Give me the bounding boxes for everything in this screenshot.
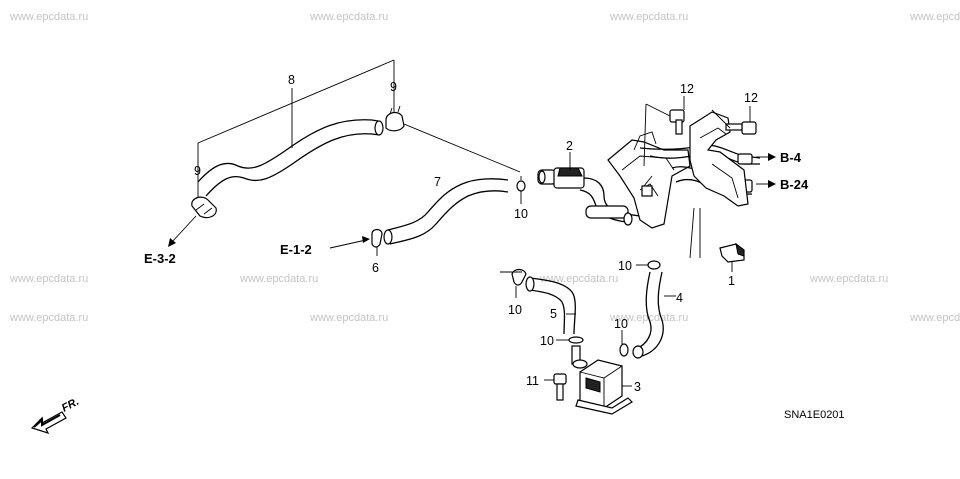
diagram-code: SNA1E0201 bbox=[784, 409, 845, 421]
callout-10-e: 10 bbox=[614, 317, 628, 331]
watermark: www.epcdata.ru bbox=[10, 11, 89, 23]
clamp-10-d bbox=[556, 336, 584, 344]
hose-5 bbox=[525, 276, 576, 335]
watermark: www.epcdata.ru bbox=[240, 273, 319, 285]
clamp-10-a bbox=[516, 176, 526, 204]
leaders-12 bbox=[643, 103, 731, 167]
clamp-10-e bbox=[619, 330, 629, 357]
bolt-11 bbox=[544, 373, 567, 401]
callout-9-left: 9 bbox=[194, 164, 201, 178]
callout-6: 6 bbox=[372, 261, 379, 275]
callout-5: 5 bbox=[550, 307, 557, 321]
ref-b-4: B-4 bbox=[780, 150, 802, 165]
callout-12-b: 12 bbox=[744, 91, 758, 105]
callout-10-d: 10 bbox=[540, 334, 554, 348]
callout-10-b: 10 bbox=[508, 303, 522, 317]
clamp-10-b bbox=[500, 268, 527, 298]
callout-10-a: 10 bbox=[514, 207, 528, 221]
arrow-e-1-2 bbox=[329, 236, 370, 249]
bolt-12-a bbox=[669, 96, 685, 135]
clamp-10-c bbox=[636, 260, 661, 270]
hose-7 bbox=[383, 178, 509, 245]
solenoid-3 bbox=[571, 345, 633, 415]
callout-12-a: 12 bbox=[680, 82, 694, 96]
callout-10-c: 10 bbox=[618, 259, 632, 273]
valve-2 bbox=[537, 152, 585, 189]
arrow-e-3-2 bbox=[168, 215, 197, 247]
callout-11: 11 bbox=[526, 374, 539, 388]
callout-3: 3 bbox=[634, 380, 641, 394]
front-label: FR. bbox=[60, 396, 81, 415]
watermark: www.epcdata.ru bbox=[310, 312, 389, 324]
ref-b-24: B-24 bbox=[780, 177, 809, 192]
bolt-12-b bbox=[725, 106, 757, 135]
hose-4 bbox=[632, 271, 676, 359]
watermark: www.epcdata.ru bbox=[10, 312, 89, 324]
watermark: www.epcdata.ru bbox=[610, 11, 689, 23]
watermark: www.epcdata.ru bbox=[10, 273, 89, 285]
callout-7: 7 bbox=[434, 175, 441, 189]
front-arrow: FR. bbox=[30, 396, 81, 434]
clamp-6 bbox=[371, 228, 383, 256]
callout-9-top: 9 bbox=[390, 80, 397, 94]
connector-1 bbox=[719, 242, 745, 272]
ref-e-3-2: E-3-2 bbox=[144, 251, 176, 266]
ref-e-1-2: E-1-2 bbox=[280, 242, 312, 257]
watermark: www.epcdata.ru bbox=[910, 312, 960, 324]
callout-1: 1 bbox=[728, 274, 735, 288]
pipe-assembly bbox=[579, 111, 761, 259]
callout-4: 4 bbox=[676, 291, 683, 305]
watermark: www.epcdata.ru bbox=[310, 11, 389, 23]
watermark: www.epcdata.ru bbox=[910, 11, 960, 23]
clamp-9-left bbox=[191, 196, 217, 219]
watermark: www.epcdata.ru bbox=[810, 273, 889, 285]
arrow-b-24 bbox=[756, 180, 776, 188]
leader-bracket-8-9 bbox=[197, 59, 395, 197]
clamp-9-top bbox=[385, 105, 521, 173]
callout-2: 2 bbox=[566, 139, 573, 153]
arrow-b-4 bbox=[756, 153, 776, 161]
watermark: www.epcdata.ru bbox=[540, 273, 619, 285]
callout-8: 8 bbox=[288, 73, 295, 87]
hose-8 bbox=[197, 119, 384, 197]
